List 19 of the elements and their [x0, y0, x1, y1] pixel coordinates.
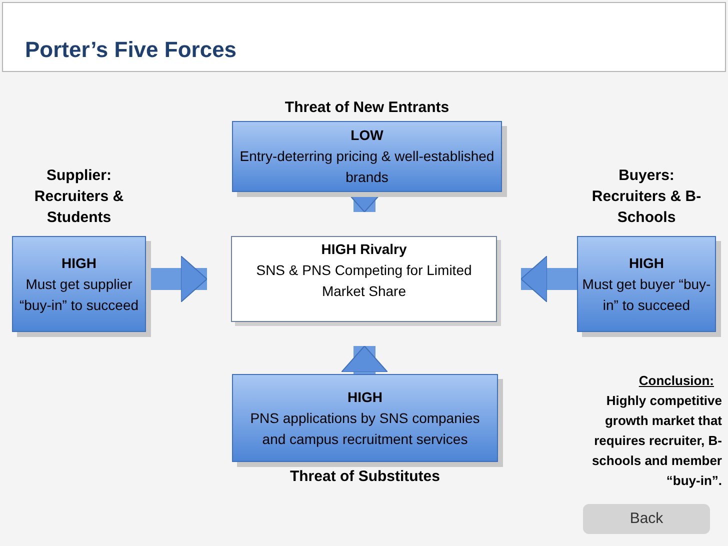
force-label: Threat of New Entrants: [284, 98, 450, 118]
conclusion-heading: Conclusion:: [638, 372, 714, 390]
box-heading: HIGH Rivalry: [321, 240, 407, 259]
force-label: Buyers: Recruiters & B-Schools: [590, 166, 702, 228]
box-text: Must get buyer “buy-in” to succeed: [582, 274, 711, 314]
box-heading: HIGH: [62, 254, 96, 272]
box-heading: LOW: [350, 126, 384, 145]
force-label: Supplier: Recruiters & Students: [33, 166, 125, 228]
box-heading: HIGH: [348, 388, 382, 406]
force-label: Threat of Substitutes: [288, 467, 441, 487]
block-arrow: [341, 346, 388, 374]
box-text: Must get supplier “buy-in” to succeed: [18, 274, 140, 315]
box-text: PNS applications by SNS companies and campus recruitment services: [249, 408, 481, 449]
box-text: Entry-deterring pricing & well-established brands: [238, 147, 496, 187]
back-button: Back: [583, 504, 710, 534]
slide-title: Porter’s Five Forces: [25, 36, 237, 64]
box-text: SNS & PNS Competing for Limited Market Share: [255, 261, 473, 301]
conclusion-text: Highly competitive growth market that requires recruiter, B-schools and member “buy-in”.: [590, 392, 722, 490]
box-heading: HIGH: [629, 254, 664, 272]
